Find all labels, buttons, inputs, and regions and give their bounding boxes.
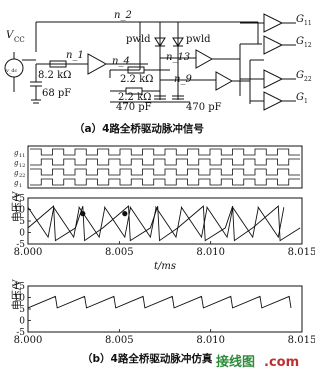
xtick-label: 8.015 — [288, 247, 315, 258]
gate-trace-3 — [30, 168, 300, 176]
out-g11: G — [296, 14, 304, 25]
diode-2 — [172, 37, 184, 47]
node-n1: n_1 — [66, 50, 84, 61]
trace-label-g22: g — [14, 169, 19, 177]
ytick-label: 5 — [19, 305, 25, 315]
resistor-1 — [49, 60, 67, 68]
node-n2: n_2 — [114, 10, 132, 21]
chart-2-lines — [27, 295, 292, 309]
xtick-label: 8.010 — [196, 247, 225, 258]
out-g1: G — [296, 92, 304, 103]
xtick-label: 8.010 — [196, 335, 225, 346]
xtick-label: 8.000 — [14, 335, 43, 346]
ytick-label: 10 — [14, 294, 26, 304]
trace-label-g12: g — [14, 159, 19, 167]
out-g11-sub: 11 — [304, 20, 312, 27]
trace-label-g12-sub: 12 — [19, 163, 25, 169]
diode-1-label: pwld — [126, 34, 151, 45]
out-g12-sub: 12 — [304, 42, 312, 49]
series-1-line — [27, 295, 292, 309]
data-marker — [122, 211, 128, 217]
out-g22: G — [296, 70, 304, 81]
node-n13: n_13 — [166, 52, 190, 63]
out-g22-sub: 22 — [304, 76, 312, 83]
chart-2-frame — [27, 285, 303, 333]
trace-label-g1: g — [14, 179, 19, 187]
trace-label-g22-sub: 22 — [19, 173, 25, 179]
chart-2-ticks: 15 105 0-58.000 8.005 8.010 8.015 — [14, 282, 315, 346]
watermark: 接线图 — [216, 354, 255, 370]
vcc-label: V — [6, 30, 15, 41]
watermark-url: .com — [264, 355, 299, 370]
trace-label-g11: g — [14, 149, 19, 157]
resistor-1-label: 8.2 kΩ — [38, 70, 71, 81]
ytick-label: 15 — [14, 194, 26, 204]
gate-traces — [30, 148, 300, 186]
chart-2: 电压/V 15 105 0-58.000 8.005 8.010 8.015 — [10, 279, 315, 346]
cap-2-label: 470 pF — [116, 102, 152, 113]
caption-a: （a）4路全桥驱动脉冲信号 — [74, 122, 204, 135]
ytick-label: 0 — [19, 317, 25, 327]
diode-1 — [154, 37, 166, 47]
chart-1-ylabel: 电压/V — [10, 191, 23, 222]
chart-1: 电压/V t/ms 15 105 0-58.000 8.005 8.010 8.015 — [10, 191, 315, 272]
gate-trace-1 — [30, 148, 300, 156]
ytick-label: 0 — [19, 229, 25, 239]
source-name: v_dc — [5, 68, 18, 74]
circuit-schematic — [4, 13, 296, 111]
gate-signal-panel: g 11 g 12 g 22 g 1 — [14, 145, 303, 189]
driver-g22 — [263, 69, 284, 89]
data-marker — [80, 211, 86, 217]
chart-1-ticks: 15 105 0-58.000 8.005 8.010 8.015 — [14, 194, 315, 258]
driver-g12 — [263, 35, 284, 55]
ytick-label: -5 — [16, 328, 25, 338]
out-g12: G — [296, 36, 304, 47]
ytick-label: 15 — [14, 282, 26, 292]
xtick-label: 8.015 — [288, 335, 315, 346]
resistor-3-label: 2.2 kΩ — [118, 92, 151, 103]
gate-trace-4 — [30, 178, 300, 186]
ytick-label: 5 — [19, 217, 25, 227]
vcc-sub: CC — [14, 36, 25, 44]
trace-label-g11-sub: 11 — [19, 153, 25, 159]
gate-panel-frame — [27, 145, 303, 189]
buffer-2 — [195, 49, 214, 69]
buffer-3 — [215, 71, 234, 91]
chart-2-ylabel: 电压/V — [10, 279, 23, 310]
cap-1-label: 68 pF — [42, 88, 71, 99]
driver-g1 — [263, 91, 284, 111]
series-2-line — [27, 205, 285, 239]
out-g1-sub: 1 — [304, 98, 308, 105]
driver-g11 — [263, 13, 284, 33]
gate-trace-2 — [30, 158, 300, 166]
xtick-label: 8.005 — [105, 247, 134, 258]
ytick-label: 10 — [14, 206, 26, 216]
circuit-labels: V CC v_dc n_2 n_1 n_4 n_13 n_9 8.2 kΩ 2.… — [5, 10, 312, 113]
caption-b: （b）4路全桥驱动脉冲仿真 — [82, 352, 213, 365]
trace-label-g1-sub: 1 — [19, 183, 22, 189]
chart-1-xlabel: t/ms — [154, 261, 176, 272]
xtick-label: 8.000 — [14, 247, 43, 258]
chart-1-lines — [27, 205, 301, 242]
resistor-2-label: 2.2 kΩ — [120, 74, 153, 85]
cap-3-label: 470 pF — [186, 102, 222, 113]
ytick-label: -5 — [16, 240, 25, 250]
node-n9: n_9 — [174, 74, 192, 85]
node-n4: n_4 — [112, 56, 130, 67]
diode-2-label: pwld — [186, 34, 211, 45]
series-1-line — [27, 205, 301, 242]
buffer-1 — [87, 53, 108, 75]
xtick-label: 8.005 — [105, 335, 134, 346]
